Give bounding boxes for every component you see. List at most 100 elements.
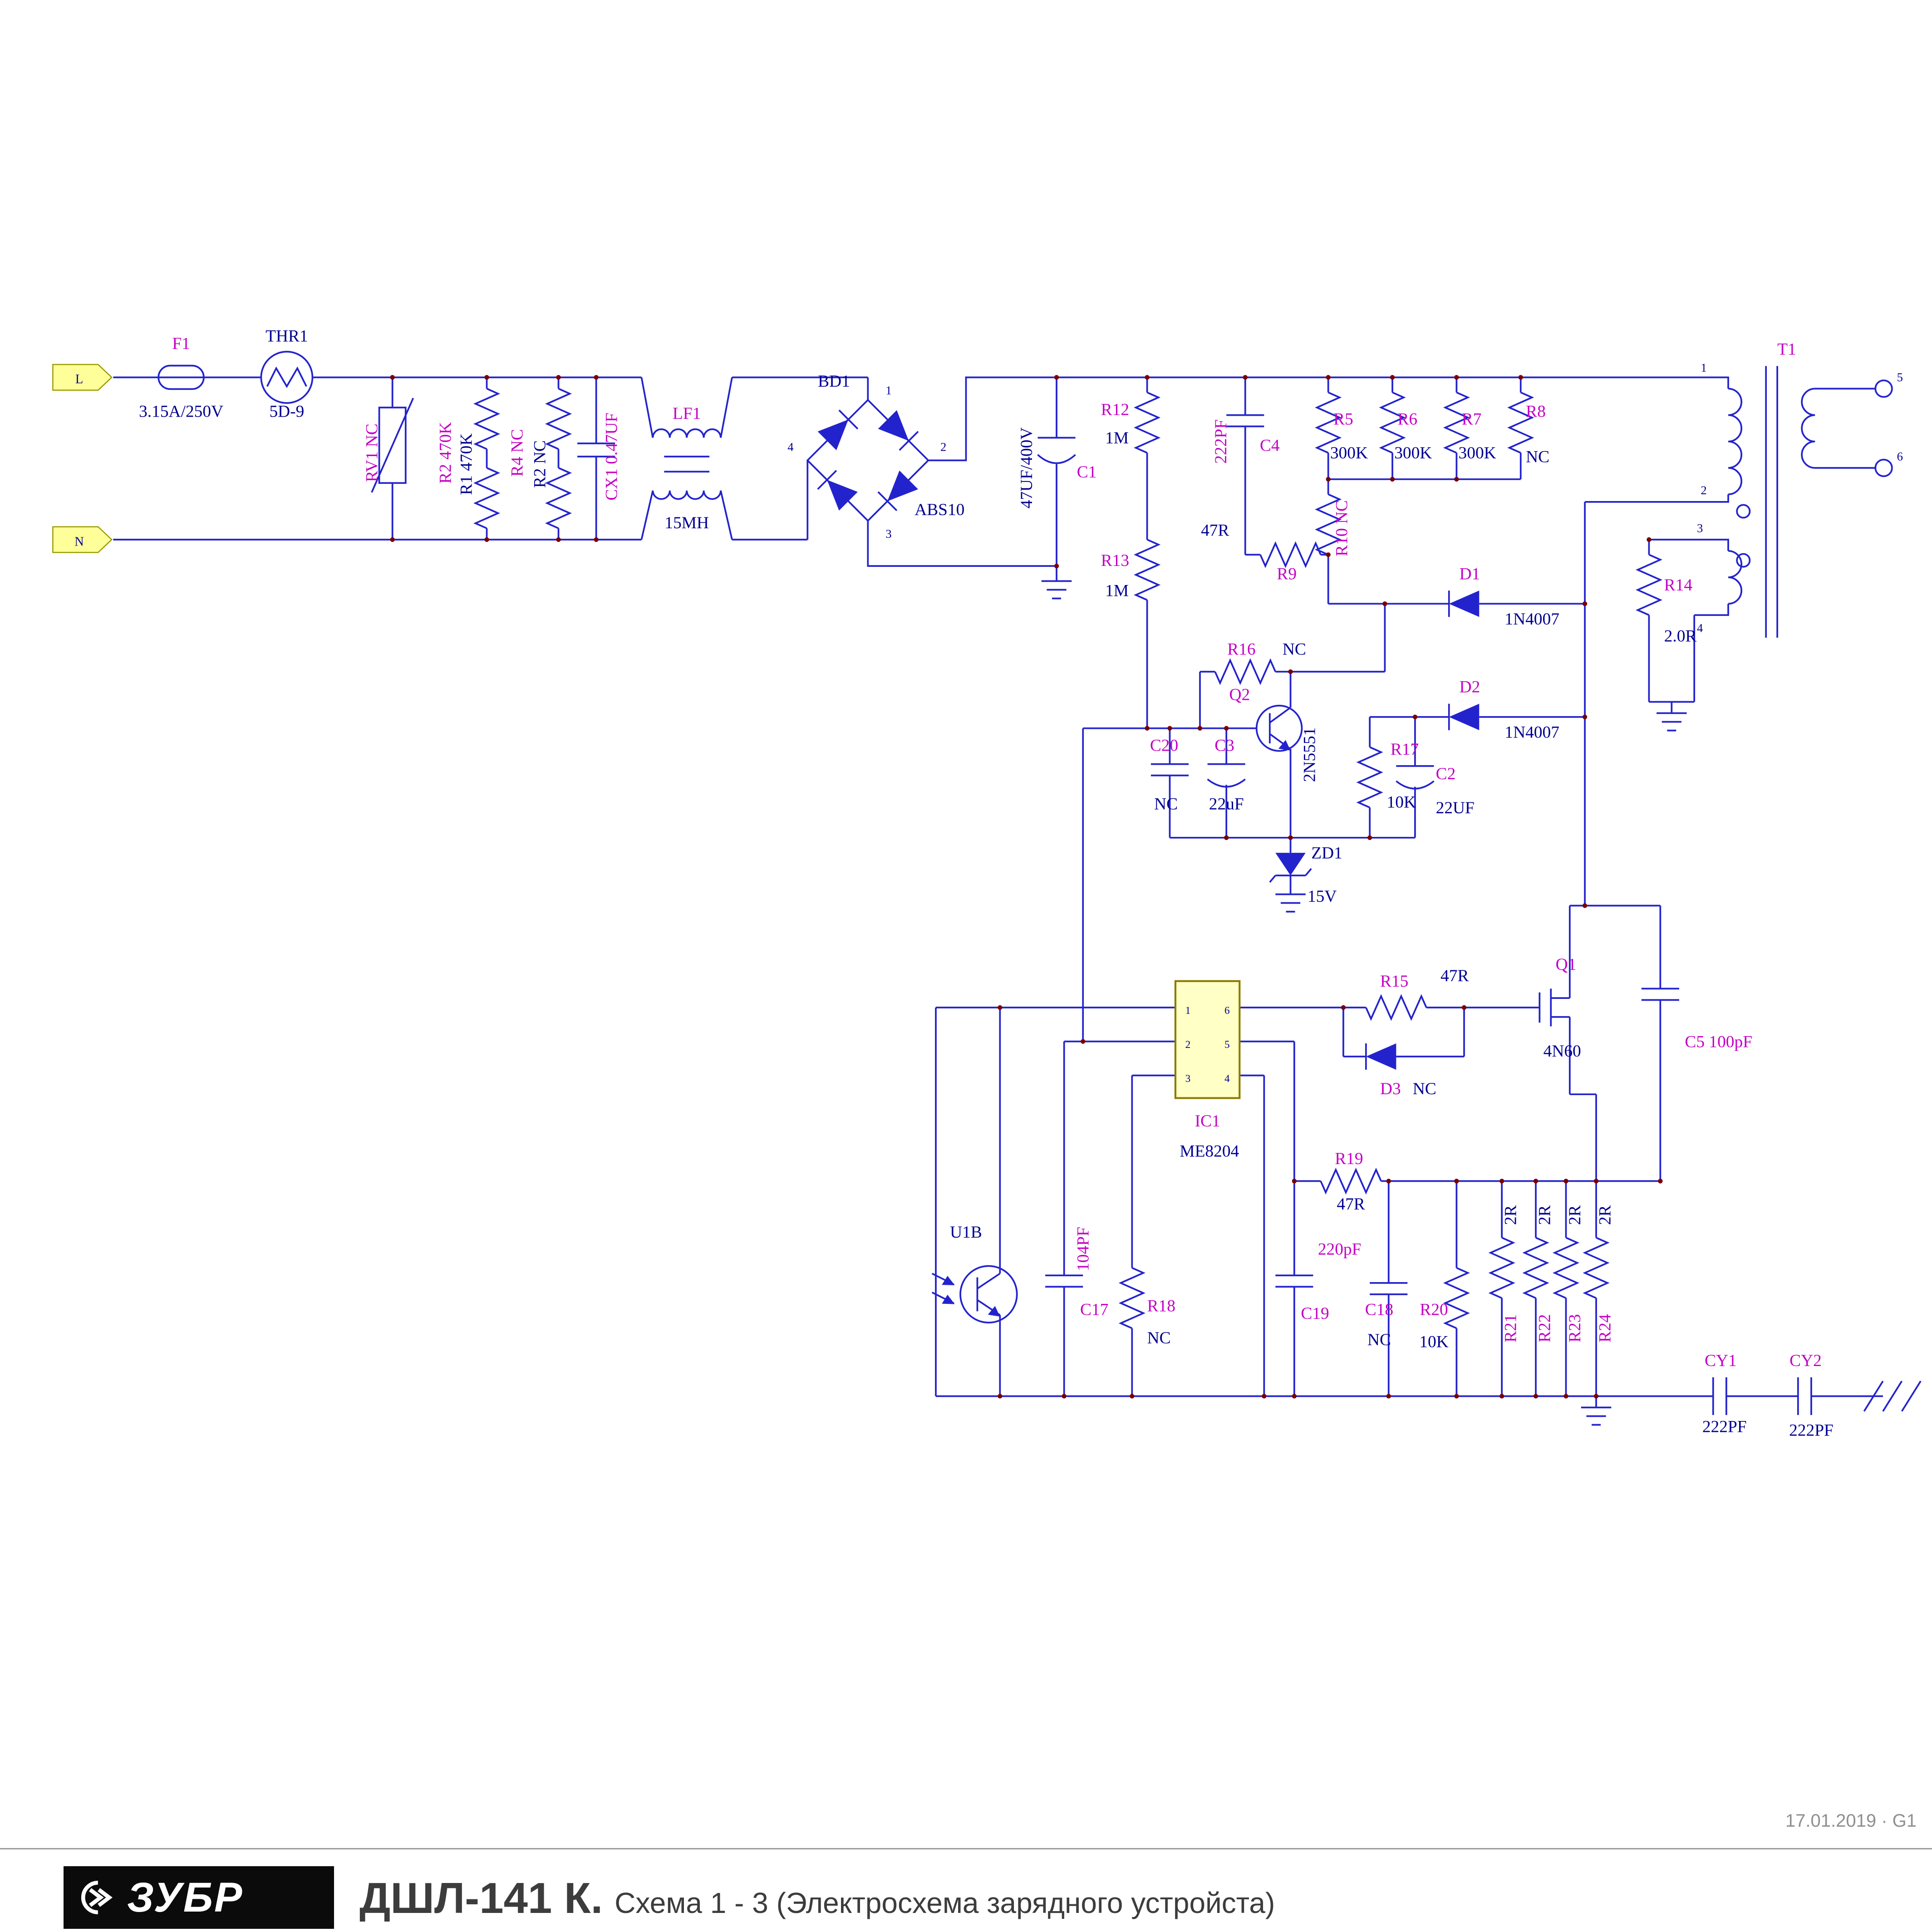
schematic-label: R23 bbox=[1566, 1314, 1584, 1342]
schematic-label: U1B bbox=[950, 1223, 982, 1242]
resistor-r18 bbox=[1120, 1267, 1145, 1329]
schematic-label: 15MH bbox=[664, 514, 709, 532]
schematic-label: 1 bbox=[1701, 361, 1706, 374]
transistor-q2 bbox=[1255, 704, 1303, 752]
diode-d3 bbox=[1365, 1042, 1397, 1071]
schematic-label: 222PF bbox=[1702, 1417, 1747, 1436]
doc-subtitle: Схема 1 - 3 (Электросхема зарядного устр… bbox=[615, 1887, 1275, 1919]
schematic-label: 5 bbox=[1224, 1039, 1230, 1051]
schematic-label: R7 bbox=[1462, 410, 1482, 428]
schematic-label: R14 bbox=[1664, 576, 1693, 595]
schematic-label: R2 NC bbox=[531, 440, 549, 488]
transformer-t1 bbox=[1728, 366, 1893, 638]
ic1-body bbox=[1174, 980, 1241, 1099]
schematic-label: Q2 bbox=[1229, 685, 1250, 704]
doc-title: ДШЛ-141 К. bbox=[359, 1874, 603, 1922]
schematic-label: 47R bbox=[1440, 967, 1469, 985]
schematic-label: 4N60 bbox=[1544, 1042, 1581, 1061]
schematic-label: NC bbox=[1526, 448, 1549, 467]
schematic-label: 47R bbox=[1201, 521, 1229, 540]
schematic-label: C20 bbox=[1150, 737, 1178, 755]
schematic-label: 22UF bbox=[1436, 799, 1475, 817]
schematic-label: 300K bbox=[1330, 444, 1368, 462]
schematic-label: R9 bbox=[1277, 565, 1297, 583]
secondary-terminal bbox=[1874, 379, 1893, 398]
resistor-r19 bbox=[1320, 1169, 1382, 1194]
junction-dots bbox=[390, 375, 1663, 1399]
schematic-label: 4 bbox=[1224, 1073, 1230, 1085]
schematic-label: 1 bbox=[885, 383, 891, 397]
schematic-label: 1 bbox=[1185, 1005, 1191, 1017]
schematic-label: RV1 NC bbox=[363, 423, 381, 482]
input-terminals bbox=[52, 364, 113, 553]
schematic-label: 47R bbox=[1337, 1195, 1365, 1214]
schematic-label: Q1 bbox=[1556, 955, 1577, 974]
thermistor-thr1 bbox=[260, 351, 314, 404]
schematic-label: R10 NC bbox=[1332, 500, 1351, 556]
schematic-label: R5 bbox=[1333, 410, 1353, 428]
terminal-n bbox=[52, 526, 113, 553]
schematic-label: 220pF bbox=[1318, 1240, 1362, 1259]
schematic-label: 2R bbox=[1502, 1205, 1520, 1225]
schematic-label: 3 bbox=[1697, 521, 1703, 535]
schematic-label: 2R bbox=[1596, 1205, 1615, 1225]
schematic-label: 222PF bbox=[1789, 1421, 1834, 1440]
schematic-label: IC1 bbox=[1195, 1112, 1220, 1131]
schematic-label: NC bbox=[1154, 795, 1178, 813]
diode-d1 bbox=[1448, 590, 1480, 618]
schematic-label: 6 bbox=[1897, 449, 1903, 463]
schematic-label: 104PF bbox=[1074, 1227, 1093, 1271]
schematic-label: NC bbox=[1413, 1080, 1436, 1098]
schematic-label: 1N4007 bbox=[1504, 610, 1559, 629]
schematic-label: R21 bbox=[1502, 1314, 1520, 1342]
schematic-label: 10K bbox=[1387, 793, 1416, 811]
document-title-block: ДШЛ-141 К. Схема 1 - 3 (Электросхема зар… bbox=[359, 1873, 1275, 1923]
schematic-label: R1 470K bbox=[457, 433, 476, 495]
controller-ic1-block bbox=[931, 905, 1679, 1396]
schematic-label: 300K bbox=[1394, 444, 1432, 462]
schematic-label: R20 bbox=[1420, 1301, 1448, 1319]
schematic-label: 2 bbox=[1185, 1039, 1191, 1051]
schematic-label: R4 NC bbox=[508, 429, 527, 477]
schematic-label: 1N4007 bbox=[1504, 723, 1559, 742]
bridge-rectifier-bd1 bbox=[806, 398, 930, 522]
revision-date: 17.01.2019 · G1 bbox=[1785, 1811, 1917, 1831]
schematic-label: C4 bbox=[1260, 437, 1280, 455]
schematic-label: 1M bbox=[1105, 582, 1129, 600]
schematic-label: 47UF/400V bbox=[1018, 428, 1036, 509]
primary-dc-section bbox=[867, 376, 1729, 907]
schematic-label: C1 bbox=[1077, 463, 1097, 482]
schematic-label: L bbox=[75, 373, 83, 387]
schematic-label: 6 bbox=[1224, 1005, 1230, 1017]
resistor-r23 bbox=[1553, 1237, 1578, 1299]
schematic-label: R19 bbox=[1335, 1150, 1363, 1168]
schematic-label: BD1 bbox=[818, 372, 850, 391]
schematic-label: R6 bbox=[1397, 410, 1417, 428]
schematic-label: CY1 bbox=[1705, 1352, 1737, 1370]
schematic-label: D3 bbox=[1380, 1080, 1401, 1098]
zener-zd1 bbox=[1275, 853, 1306, 875]
schematic-label: 2N5551 bbox=[1301, 728, 1319, 782]
schematic-label: ABS10 bbox=[914, 501, 964, 519]
diode-d2 bbox=[1448, 703, 1480, 731]
schematic-label: D2 bbox=[1460, 678, 1480, 697]
terminal-l bbox=[52, 364, 113, 391]
schematic-label: 15V bbox=[1308, 887, 1337, 906]
phase-dot bbox=[1736, 553, 1751, 568]
schematic-label: 1M bbox=[1105, 429, 1129, 447]
schematic-label: ME8204 bbox=[1180, 1142, 1239, 1160]
sense-network bbox=[935, 1169, 1713, 1426]
schematic-label: 4 bbox=[1697, 621, 1703, 635]
cap-c1-curve bbox=[1037, 454, 1076, 464]
schematic-label: LF1 bbox=[673, 404, 701, 423]
schematic-label: 2.0R bbox=[1664, 627, 1697, 645]
schematic-label: NC bbox=[1283, 640, 1306, 659]
ground-icon bbox=[1580, 1406, 1612, 1426]
schematic-label: T1 bbox=[1777, 340, 1796, 359]
schematic-label: R22 bbox=[1536, 1314, 1554, 1342]
schematic-label: 3 bbox=[885, 527, 891, 541]
schematic-label: 4 bbox=[787, 440, 793, 454]
schematic-label: 2R bbox=[1536, 1205, 1554, 1225]
schematic-label: R17 bbox=[1391, 740, 1419, 759]
schematic-label: 300K bbox=[1459, 444, 1496, 462]
